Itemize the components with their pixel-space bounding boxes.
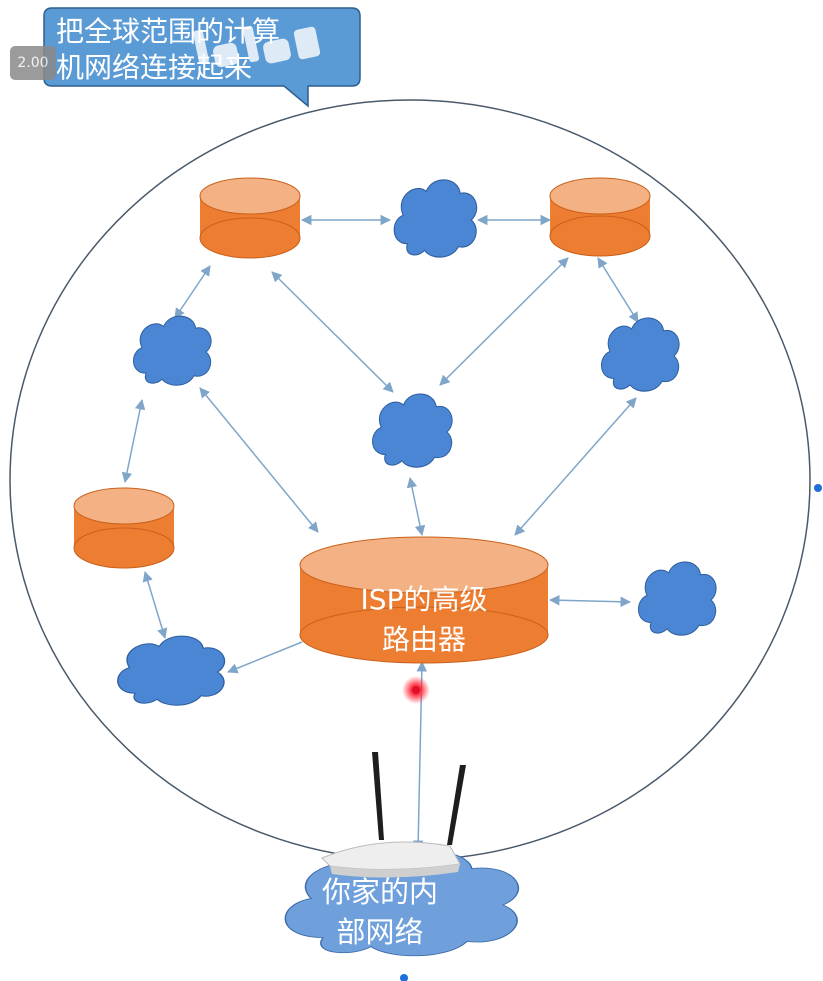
isp-router-cylinder (299, 536, 549, 664)
arrow-c3-isp (514, 397, 637, 536)
watermark-logo (193, 25, 321, 68)
router-left (73, 487, 175, 569)
arrow-r3-c6 (142, 570, 168, 640)
cloud-right (600, 317, 680, 392)
home-network-label-line-1: 你家的内 (321, 875, 438, 909)
cloud-bottom-left (117, 635, 226, 706)
cloud-left (132, 315, 212, 386)
arrow-c4-isp (406, 476, 426, 537)
isp-router-label-line-2: 路由器 (381, 623, 466, 656)
callout-text: 把全球范围的计算 机网络连接起来 (56, 14, 356, 86)
arrow-c1-r3 (121, 398, 146, 484)
home-network-label-line-2: 部网络 (336, 915, 424, 949)
cloud-far-right (637, 561, 717, 636)
playback-speed-badge[interactable]: 2.00 (10, 46, 56, 80)
cloud-center (371, 393, 453, 468)
arrow-r1-c4 (271, 271, 394, 393)
boundary-dot-bottom (400, 974, 408, 981)
callout-line-2: 机网络连接起来 (56, 51, 253, 84)
arrow-c1-isp (199, 387, 319, 533)
router-top-left (199, 177, 301, 259)
laser-pointer-dot (412, 686, 420, 694)
arrow-isp-c6 (227, 641, 303, 674)
router-top-right (549, 177, 651, 257)
isp-router-label-line-1: ISP的高级 (360, 583, 488, 616)
connection-arrows (121, 214, 639, 852)
arrow-r1-c1 (174, 265, 211, 319)
arrow-r2-c4 (439, 257, 569, 386)
home-network-label: 你家的内 部网络 (300, 872, 460, 952)
callout-line-1: 把全球范围的计算 (56, 15, 281, 48)
boundary-dot-right (814, 484, 822, 492)
arrow-r2-c3 (597, 257, 639, 323)
arrow-isp-c5 (548, 594, 632, 608)
wifi-router-icon (321, 752, 466, 878)
isp-router-label: ISP的高级 路由器 (300, 580, 548, 660)
cloud-top-center (393, 179, 478, 258)
